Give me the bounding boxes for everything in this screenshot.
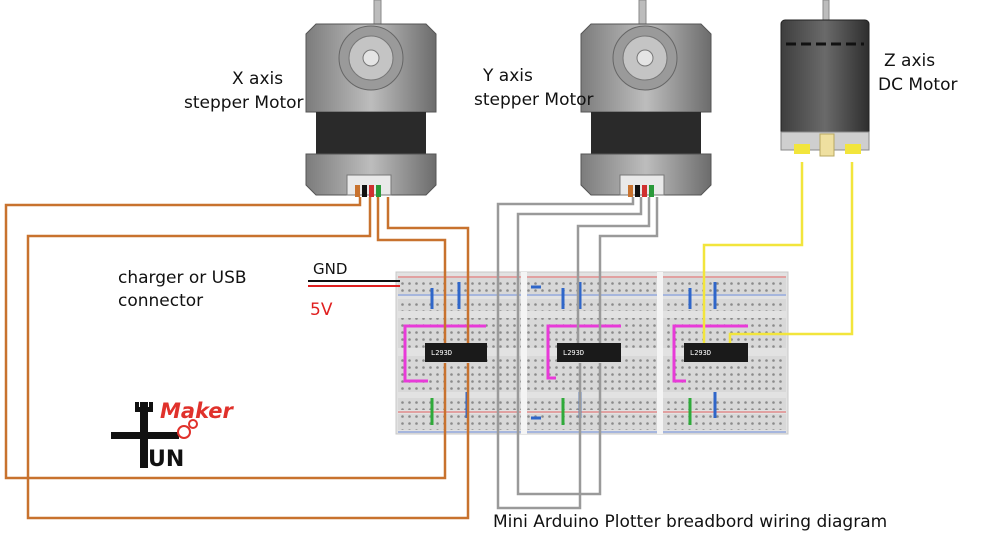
chip-y: L293D xyxy=(557,343,621,362)
y-stepper-motor xyxy=(580,0,712,197)
z-motor-label-line1: Z axis xyxy=(884,51,936,71)
chip-z-label: L293D xyxy=(690,349,711,357)
chip-x-label: L293D xyxy=(431,349,452,357)
logo-brand-text: Maker xyxy=(160,399,233,423)
x-motor-wires xyxy=(4,197,470,520)
z-motor-label-line2: DC Motor xyxy=(878,75,958,95)
y-motor-label-line1: Y axis xyxy=(483,66,533,86)
five-volt-label: 5V xyxy=(310,300,333,320)
maker-uno-logo: Maker UN xyxy=(108,395,248,475)
diagram-caption: Mini Arduino Plotter breadbord wiring di… xyxy=(493,512,888,532)
x-motor-label-line2: stepper Motor xyxy=(184,93,304,113)
power-label-line2: connector xyxy=(118,291,204,311)
y-motor-wires xyxy=(496,197,659,510)
x-stepper-motor xyxy=(305,0,437,197)
z-motor-wires xyxy=(702,162,854,343)
power-wires xyxy=(308,280,400,287)
gnd-label: GND xyxy=(313,260,348,278)
chip-x: L293D xyxy=(425,343,487,362)
chip-z: L293D xyxy=(684,343,748,362)
x-motor-label-line1: X axis xyxy=(232,69,284,89)
y-motor-label-line2: stepper Motor xyxy=(474,90,594,110)
chip-y-label: L293D xyxy=(563,349,584,357)
maker-uno-logo-mark xyxy=(111,402,198,468)
power-label-line1: charger or USB xyxy=(118,268,247,288)
z-dc-motor xyxy=(780,0,870,157)
logo-brand-text-2: UN xyxy=(148,447,185,472)
